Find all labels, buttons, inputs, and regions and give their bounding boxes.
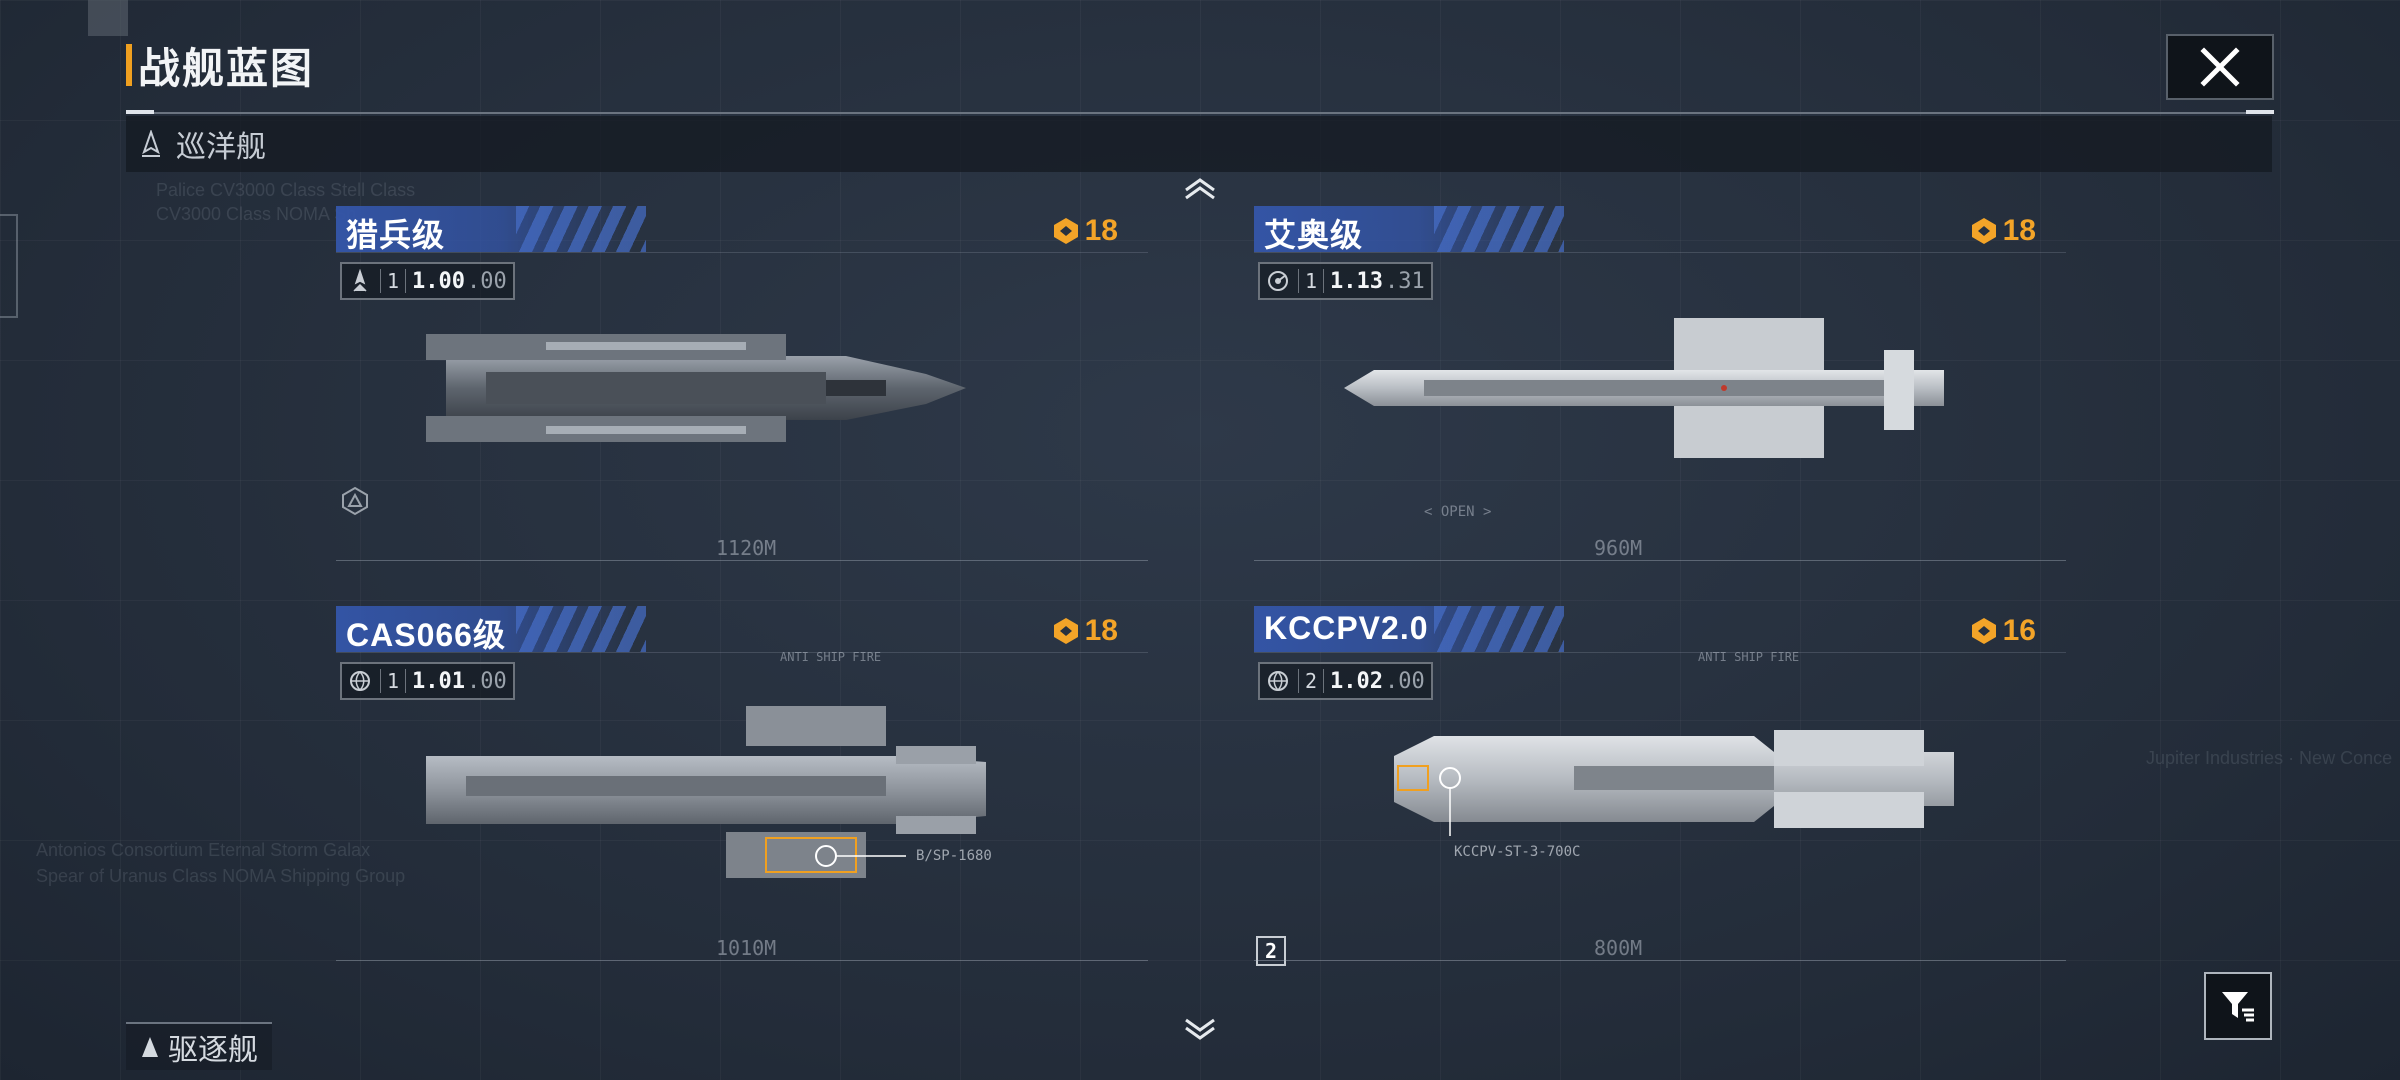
ship-image <box>1394 730 1954 836</box>
ship-stat: 2 1.02 .00 <box>1258 662 1433 700</box>
ship-version: 1.00 <box>412 268 466 294</box>
header-notch <box>126 110 154 114</box>
ship-image <box>426 706 986 878</box>
ship-image <box>1344 318 1944 458</box>
ship-version: 1.01 <box>412 668 466 694</box>
page-title-bar: 战舰蓝图 <box>126 42 314 92</box>
blueprint-card-kccpv[interactable]: KCCPV2.0 16 2 1.02 .00 ANTI SHIP FIRE KC… <box>1254 606 2066 976</box>
ship-length: 960M <box>1594 536 1643 560</box>
ship-stat: 1 1.01 .00 <box>340 662 515 700</box>
blueprint-card-cas066[interactable]: CAS066级 18 1 1.01 .00 ANTI SHIP FIRE B/S… <box>336 606 1148 976</box>
ship-class-icon <box>142 1037 158 1057</box>
category-label: 巡洋舰 <box>176 131 266 164</box>
length-ruler <box>1254 960 2066 961</box>
weapon-tag: ANTI SHIP FIRE <box>1698 650 1800 664</box>
card-divider <box>336 252 1148 253</box>
ship-length: 1120M <box>716 536 777 560</box>
scroll-up-icon[interactable] <box>1182 176 1218 202</box>
radar-icon <box>1264 267 1292 295</box>
ship-length: 1010M <box>716 936 777 960</box>
title-accent <box>126 44 132 86</box>
triangle-badge-icon <box>342 486 368 516</box>
ship-stat: 1 1.13 .31 <box>1258 262 1433 300</box>
cost-icon <box>1053 218 1078 244</box>
card-header-stripes <box>516 206 646 252</box>
cost-badge: 18 <box>1051 614 1118 648</box>
header-divider <box>126 112 2272 114</box>
ship-version-sub: .00 <box>1385 668 1425 694</box>
filter-button[interactable] <box>2204 972 2272 1040</box>
ship-image <box>426 334 966 442</box>
ship-name: CAS066级 <box>346 617 506 653</box>
ship-class-icon <box>142 130 160 157</box>
ship-length: 800M <box>1594 936 1643 960</box>
missile-icon <box>346 267 374 295</box>
cost-value: 16 <box>2002 614 2036 647</box>
length-ruler <box>336 560 1148 561</box>
bg-caption: Jupiter Industries · New Conce <box>2146 748 2393 768</box>
corner-marker <box>88 0 128 36</box>
ship-tier: 1 <box>1298 269 1325 293</box>
header-notch <box>2246 110 2274 114</box>
cost-badge: 16 <box>1969 614 2036 648</box>
bg-caption: Spear of Uranus Class NOMA Shipping Grou… <box>36 866 406 886</box>
length-ruler <box>1254 560 2066 561</box>
page-title: 战舰蓝图 <box>138 44 315 92</box>
close-button[interactable] <box>2166 34 2274 100</box>
card-header-stripes <box>516 606 646 652</box>
card-divider <box>1254 252 2066 253</box>
globe-icon <box>346 667 374 695</box>
ship-version: 1.13 <box>1330 268 1384 294</box>
blueprint-card-hunter[interactable]: 猎兵级 18 1 1.00 .00 1120M <box>336 206 1148 576</box>
bg-caption: CV3000 Class NOMA Sh... <box>156 204 372 224</box>
card-header-stripes <box>1434 206 1564 252</box>
cost-icon <box>1971 618 1996 644</box>
ship-name: 艾奥级 <box>1264 217 1364 253</box>
bg-caption: Palice CV3000 Class Stell Class <box>156 180 416 200</box>
ship-name: 猎兵级 <box>346 217 446 253</box>
status-tag: < OPEN > <box>1424 504 1492 520</box>
filter-icon <box>2222 992 2254 1022</box>
cost-icon <box>1053 618 1078 644</box>
side-tab-handle[interactable] <box>0 214 18 318</box>
card-header-stripes <box>1434 606 1564 652</box>
ship-version-sub: .00 <box>467 268 507 294</box>
ship-stat: 1 1.00 .00 <box>340 262 515 300</box>
ship-tier: 1 <box>380 669 407 693</box>
card-divider <box>1254 652 2066 653</box>
cost-badge: 18 <box>1051 214 1118 248</box>
category-label: 驱逐舰 <box>168 1034 258 1067</box>
tier-badge: 2 <box>1256 936 1286 966</box>
ship-tier: 1 <box>380 269 407 293</box>
blueprint-card-aio[interactable]: 艾奥级 18 1 1.13 .31 < OPEN > 960M <box>1254 206 2066 576</box>
close-icon <box>2200 47 2240 87</box>
weapon-callout: KCCPV-ST-3-700C <box>1454 844 1581 860</box>
ship-version-sub: .31 <box>1385 268 1425 294</box>
category-header-cruiser[interactable]: 巡洋舰 <box>126 116 2272 172</box>
cost-icon <box>1971 218 1996 244</box>
ship-tier: 2 <box>1298 669 1325 693</box>
length-ruler <box>336 960 1148 961</box>
ship-version-sub: .00 <box>467 668 507 694</box>
bg-caption: Antonios Consortium Eternal Storm Galax <box>36 840 371 860</box>
weapon-tag: ANTI SHIP FIRE <box>780 650 882 664</box>
ship-name: KCCPV2.0 <box>1264 610 1429 646</box>
category-header-destroyer[interactable]: 驱逐舰 <box>126 1022 272 1070</box>
cost-value: 18 <box>1084 214 1118 247</box>
cost-value: 18 <box>2002 214 2036 247</box>
cost-badge: 18 <box>1969 214 2036 248</box>
card-divider <box>336 652 1148 653</box>
ship-version: 1.02 <box>1330 668 1384 694</box>
weapon-callout: B/SP-1680 <box>916 848 992 864</box>
scroll-down-icon[interactable] <box>1182 1016 1218 1042</box>
cost-value: 18 <box>1084 614 1118 647</box>
globe-icon <box>1264 667 1292 695</box>
